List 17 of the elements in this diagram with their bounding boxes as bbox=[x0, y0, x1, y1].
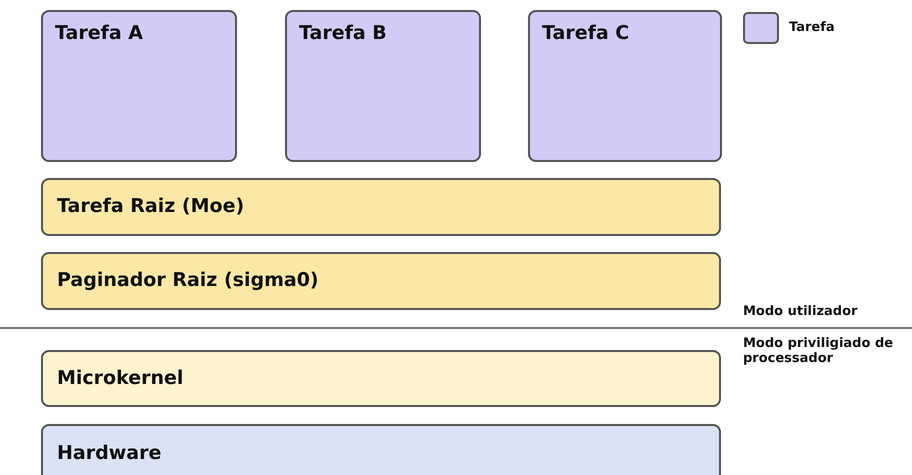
task-title: Tarefa A bbox=[55, 22, 143, 44]
layer-title: Microkernel bbox=[57, 366, 184, 388]
layer-box bbox=[41, 424, 721, 475]
layer-title: Hardware bbox=[57, 442, 162, 464]
layer-box bbox=[41, 252, 721, 310]
layer-box bbox=[41, 350, 721, 407]
mode-label: Modo utilizador bbox=[743, 304, 858, 319]
legend-label: Tarefa bbox=[789, 20, 835, 35]
layer-title: Paginador Raiz (sigma0) bbox=[57, 269, 319, 291]
mode-label: Modo priviligiado de processador bbox=[743, 336, 894, 366]
layer-box bbox=[41, 178, 721, 236]
task-title: Tarefa C bbox=[542, 22, 630, 44]
task-box bbox=[528, 10, 722, 162]
task-box bbox=[285, 10, 481, 162]
task-box bbox=[41, 10, 237, 162]
layer-title: Tarefa Raiz (Moe) bbox=[57, 195, 244, 217]
task-title: Tarefa B bbox=[299, 22, 387, 44]
